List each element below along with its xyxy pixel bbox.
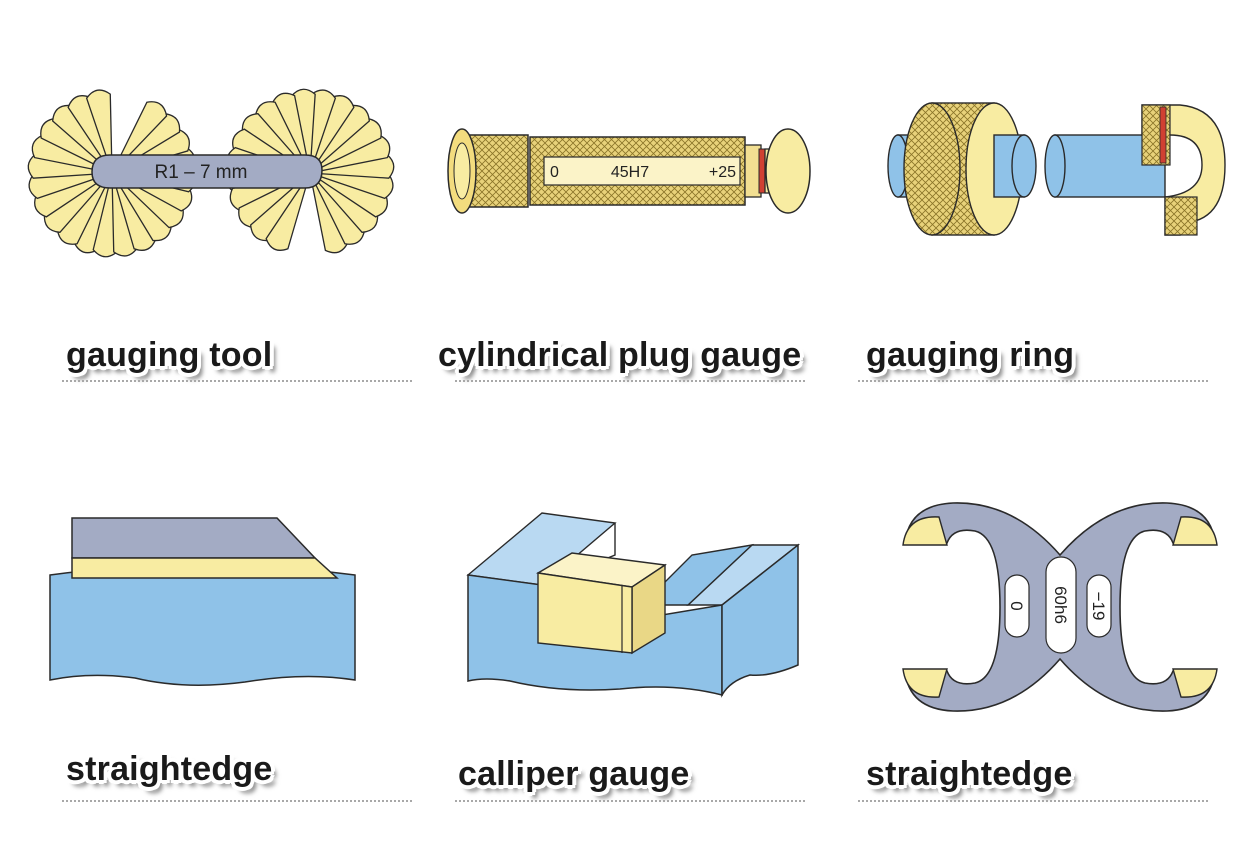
- gauging-tool-illustration: R1 – 7 mm: [26, 87, 396, 259]
- straightedge-profile-illustration: [49, 517, 356, 686]
- gauging-ring-illustration: [887, 102, 1226, 236]
- anvil-bottom-right: [1172, 668, 1218, 698]
- cylindrical-plug-gauge-illustration: 0 45H7 +25: [447, 128, 811, 214]
- label-straightedge-2: straightedge: [866, 755, 1073, 793]
- marking-minus19: −19: [1089, 592, 1108, 621]
- divider-6: [858, 800, 1208, 802]
- snap-gauge-illustration: 0 60h6 −19: [902, 502, 1218, 712]
- scale-plate: [543, 156, 741, 186]
- label-cylindrical-plug-gauge: cylindrical plug gauge: [438, 336, 802, 374]
- end-face: [765, 128, 811, 214]
- anvil-bottom-left: [902, 668, 948, 698]
- divider-1: [62, 380, 412, 382]
- marking-60h6: 60h6: [1051, 586, 1070, 624]
- straightedge-edge: [71, 557, 339, 579]
- knurled-ring: [903, 102, 961, 236]
- marking-plus25: +25: [709, 164, 736, 181]
- divider-4: [62, 800, 412, 802]
- divider-3: [858, 380, 1208, 382]
- anvil-top-right: [1172, 516, 1218, 546]
- handle-marking: R1 – 7 mm: [155, 162, 248, 183]
- label-gauging-tool: gauging tool: [66, 336, 273, 374]
- gauge-handle: [91, 154, 323, 189]
- anvil-top-left: [902, 516, 948, 546]
- straightedge-body: [71, 517, 317, 559]
- marking-0: 0: [1007, 601, 1026, 610]
- marking-45h7: 45H7: [611, 164, 649, 181]
- label-straightedge-1: straightedge: [66, 750, 273, 788]
- divider-2: [455, 380, 805, 382]
- label-calliper-gauge: calliper gauge: [458, 755, 690, 793]
- marking-0: 0: [550, 164, 559, 181]
- workpiece: [49, 564, 356, 686]
- calliper-gauge-illustration: [466, 512, 801, 698]
- red-band: [758, 148, 766, 194]
- divider-5: [455, 800, 805, 802]
- label-gauging-ring: gauging ring: [866, 336, 1075, 374]
